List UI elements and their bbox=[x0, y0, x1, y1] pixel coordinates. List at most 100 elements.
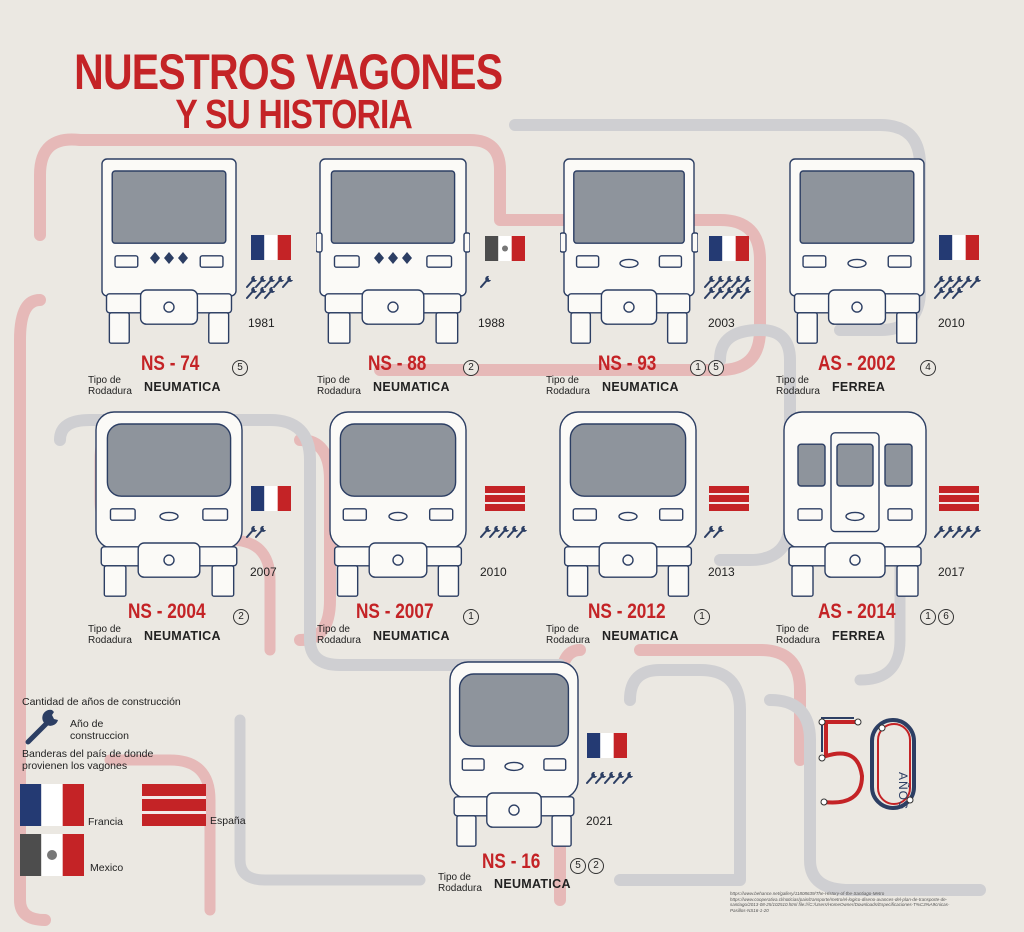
train-6-model: NS - 2007 bbox=[356, 600, 434, 623]
line-badge: 1 bbox=[690, 360, 706, 376]
train-1-illustration bbox=[101, 158, 237, 344]
sources-text: https://www.behance.net/gallery/11808639… bbox=[730, 891, 950, 913]
tipo-text: Tipo de bbox=[317, 375, 350, 386]
line-badge: 2 bbox=[463, 360, 479, 376]
bg-line-gray-4 bbox=[614, 664, 746, 886]
rodadura-text: Rodadura bbox=[88, 635, 132, 646]
train-7-line-badges: 1 bbox=[694, 609, 712, 625]
train-6-year: 2010 bbox=[480, 565, 507, 579]
legend-flag-mexico-icon bbox=[20, 834, 84, 876]
train-2-line-badges: 2 bbox=[463, 360, 481, 376]
train-6-flag-spain-icon bbox=[485, 486, 525, 511]
legend-mexico-label: Mexico bbox=[90, 862, 124, 874]
train-5-illustration bbox=[95, 411, 243, 597]
tipo-text: Tipo de bbox=[776, 375, 809, 386]
tipo-text: Tipo de bbox=[317, 624, 350, 635]
train-4-wrench-icons bbox=[934, 275, 981, 299]
train-5-wrench-icons bbox=[246, 525, 266, 538]
title-line-2: Y SU HISTORIA bbox=[175, 91, 412, 137]
line-badge: 1 bbox=[694, 609, 710, 625]
train-1-rodadura-type: NEUMATICA bbox=[144, 380, 221, 394]
train-9-illustration bbox=[449, 661, 579, 847]
train-8-year: 2017 bbox=[938, 565, 965, 579]
rodadura-text: Rodadura bbox=[776, 635, 820, 646]
train-9-wrench-icons bbox=[586, 771, 633, 784]
train-3-model: NS - 93 bbox=[598, 352, 657, 375]
tipo-text: Tipo de bbox=[438, 872, 471, 883]
legend-francia-label: Francia bbox=[88, 816, 124, 828]
bg-line-gray-5 bbox=[234, 714, 426, 886]
line-badge: 6 bbox=[938, 609, 954, 625]
tipo-text: Tipo de bbox=[546, 624, 579, 635]
train-4-model: AS - 2002 bbox=[818, 352, 896, 375]
anniversary-logo: 50 AÑOS bbox=[806, 712, 946, 822]
bg-line-red-2 bbox=[14, 294, 51, 926]
train-2-flag-mexico-icon bbox=[485, 236, 525, 261]
train-7-illustration bbox=[559, 411, 697, 597]
train-3-rodadura-type: NEUMATICA bbox=[602, 380, 679, 394]
train-1-year: 1981 bbox=[248, 316, 275, 330]
logo-50-graphic bbox=[818, 717, 916, 810]
bg-line-red-6 bbox=[104, 754, 216, 916]
train-1-model: NS - 74 bbox=[141, 352, 200, 375]
train-8-rodadura-type: FERREA bbox=[832, 629, 886, 643]
train-4-line-badges: 4 bbox=[920, 360, 938, 376]
legend-wrench-label: Año de construccion bbox=[70, 718, 129, 742]
train-1-wrench-icons bbox=[246, 275, 293, 299]
rodadura-text: Rodadura bbox=[88, 386, 132, 397]
title-line-1: NUESTROS VAGONES bbox=[74, 44, 503, 100]
train-4-year: 2010 bbox=[938, 316, 965, 330]
train-4-flag-france-icon bbox=[939, 235, 979, 260]
legend-flag-france-icon bbox=[20, 784, 84, 826]
train-7-model: NS - 2012 bbox=[588, 600, 666, 623]
train-7-flag-spain-icon bbox=[709, 486, 749, 511]
train-2-illustration bbox=[316, 158, 470, 344]
train-7-wrench-icons bbox=[704, 525, 724, 538]
train-9-flag-france-icon bbox=[587, 733, 627, 758]
legend-flags-title: Banderas del país de donde provienen los… bbox=[22, 748, 154, 772]
train-6-line-badges: 1 bbox=[463, 609, 481, 625]
rodadura-text: Rodadura bbox=[776, 386, 820, 397]
train-4-rodadura-type: FERREA bbox=[832, 380, 886, 394]
line-badge: 5 bbox=[708, 360, 724, 376]
train-5-model: NS - 2004 bbox=[128, 600, 206, 623]
bg-line-gray-6 bbox=[764, 694, 986, 896]
line-badge: 2 bbox=[233, 609, 249, 625]
train-9-model: NS - 16 bbox=[482, 850, 541, 873]
train-6-wrench-icons bbox=[480, 525, 527, 538]
rodadura-text: Rodadura bbox=[317, 386, 361, 397]
rodadura-text: Rodadura bbox=[546, 386, 590, 397]
rodadura-text: Rodadura bbox=[546, 635, 590, 646]
line-badge: 1 bbox=[920, 609, 936, 625]
train-1-flag-france-icon bbox=[251, 235, 291, 260]
train-8-illustration bbox=[783, 411, 927, 597]
train-9-year: 2021 bbox=[586, 814, 613, 828]
line-badge: 5 bbox=[232, 360, 248, 376]
train-3-flag-france-icon bbox=[709, 236, 749, 261]
train-7-rodadura-type: NEUMATICA bbox=[602, 629, 679, 643]
line-badge: 4 bbox=[920, 360, 936, 376]
train-2-model: NS - 88 bbox=[368, 352, 427, 375]
train-3-wrench-icons bbox=[704, 275, 751, 299]
train-2-wrench-icons bbox=[480, 275, 491, 288]
line-badge: 5 bbox=[570, 858, 586, 874]
line-badge: 1 bbox=[463, 609, 479, 625]
legend-years-title: Cantidad de años de construcción bbox=[22, 696, 181, 708]
train-1-line-badges: 5 bbox=[232, 360, 250, 376]
train-9-rodadura-type: NEUMATICA bbox=[494, 877, 571, 891]
legend-flag-spain-icon bbox=[142, 784, 206, 826]
train-6-illustration bbox=[329, 411, 467, 597]
tipo-text: Tipo de bbox=[88, 375, 121, 386]
legend-espana-label: España bbox=[210, 815, 246, 827]
bg-line-gray-2 bbox=[54, 414, 566, 671]
